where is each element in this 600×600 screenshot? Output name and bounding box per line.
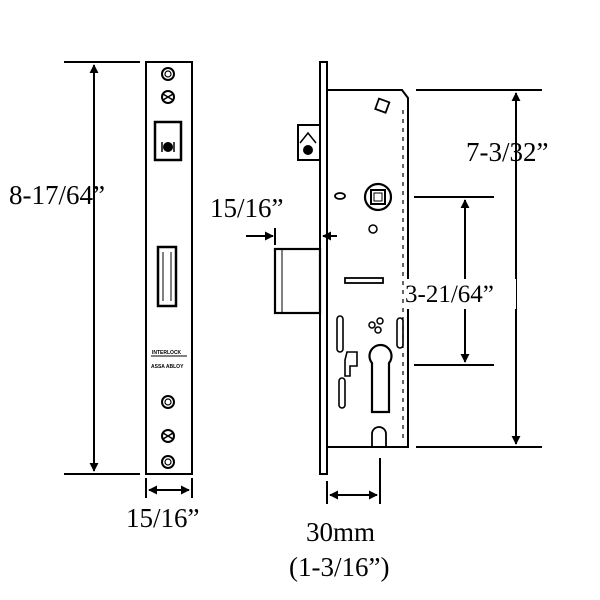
faceplate-top-screw <box>161 90 175 104</box>
brand-logo-subtext: ASSA ABLOY <box>151 364 184 370</box>
spindle-cylinder-label: 3-21/64” <box>405 281 494 308</box>
spindle-hub <box>363 182 393 212</box>
faceplate-height-dimension <box>64 61 140 475</box>
bolt-width-dimension <box>246 228 337 245</box>
brand-logo-text: INTERLOCK <box>152 350 182 356</box>
faceplate-top-hole <box>161 67 175 81</box>
backset-inch-label: (1-3/16”) <box>289 552 389 582</box>
faceplate-outline <box>145 61 193 475</box>
deadbolt-slot <box>156 245 178 308</box>
lock-case-body <box>327 89 409 448</box>
backset-mm-label: 30mm <box>306 517 375 547</box>
faceplate-front-view <box>145 61 193 475</box>
backset-dimension <box>326 458 381 504</box>
lock-case-side-view <box>273 61 409 475</box>
faceplate-bottom-screw <box>161 429 175 443</box>
faceplate-lower-hole <box>161 395 175 409</box>
faceplate-top-hole-inner <box>164 70 172 78</box>
case-height-label: 7-3/32” <box>466 137 548 167</box>
cylinder-cutout <box>368 343 393 414</box>
deadbolt-side <box>273 247 322 315</box>
faceplate-bottom-hole <box>161 455 175 469</box>
bolt-width-label: 15/16” <box>210 193 284 223</box>
faceplate-height-label: 8-17/64” <box>9 180 105 210</box>
latch-window <box>153 120 183 162</box>
case-height-dimension <box>416 89 542 448</box>
faceplate-width-label: 15/16” <box>126 503 200 533</box>
latch-bolt <box>297 124 320 161</box>
faceplate-width-dimension <box>145 478 193 498</box>
